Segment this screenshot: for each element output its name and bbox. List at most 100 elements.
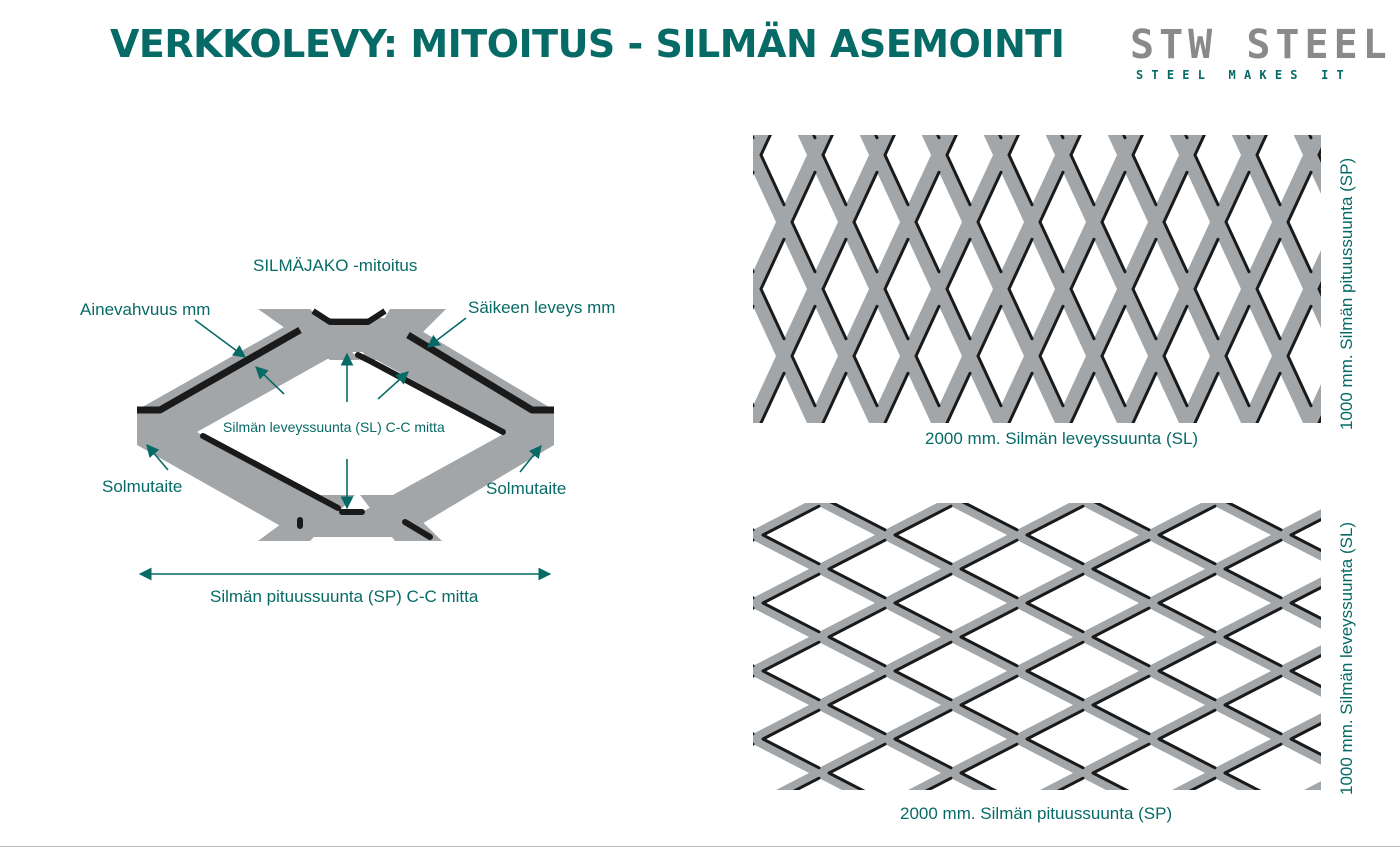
mesh-top-edge-shadow: [759, 371, 786, 423]
mesh-top-edge-shadow: [1255, 237, 1282, 341]
label-node-right: Solmutaite: [486, 479, 567, 498]
mesh-bottom-opening: [829, 540, 941, 598]
mesh-top-edge-shadow: [821, 135, 848, 207]
mesh-bottom-edge-shadow: [827, 674, 887, 736]
mesh-top-opening: [1009, 373, 1055, 423]
mesh-bottom-opening: [1225, 540, 1321, 598]
panel-bottom-bottom-label: 2000 mm. Silmän pituussuunta (SP): [900, 804, 1173, 823]
mesh-top-edge-shadow: [883, 135, 910, 207]
mesh-top-edge-shadow: [1193, 135, 1220, 207]
mesh-bottom-edge-shadow: [893, 572, 953, 634]
mesh-top-edge-shadow: [1007, 237, 1034, 341]
mesh-top-edge-shadow: [976, 170, 1003, 274]
mesh-bottom-edge-shadow: [1091, 538, 1151, 600]
mesh-top-edge-shadow: [1162, 304, 1189, 408]
mesh-bottom-edge-shadow: [959, 538, 1019, 600]
arrow-node-right: [519, 445, 542, 473]
mesh-bottom-opening: [1291, 587, 1321, 619]
mesh-bottom-opening: [964, 503, 1070, 530]
mesh-top-edge-shadow: [1255, 371, 1282, 423]
mesh-bottom-opening: [961, 676, 1073, 734]
mesh-bottom-edge-shadow: [1025, 640, 1085, 702]
mesh-bottom-opening: [753, 540, 809, 598]
mesh-top-edge-shadow: [790, 170, 817, 274]
mesh-bottom-edge-shadow: [827, 742, 887, 790]
mesh-bottom-edge-shadow: [1289, 721, 1321, 757]
mesh-top-edge-shadow: [759, 237, 786, 341]
mesh-top-edge-shadow: [945, 371, 972, 423]
label-material-thickness: Ainevahvuus mm: [80, 300, 211, 319]
mesh-bottom-edge-shadow: [827, 606, 887, 668]
mesh-top-edge-shadow: [1069, 135, 1096, 207]
mesh-bottom-opening: [1225, 744, 1321, 790]
mesh-bottom-edge-shadow: [959, 742, 1019, 790]
mesh-top-opening: [947, 135, 993, 205]
mesh-bottom-edge-shadow: [1093, 503, 1151, 532]
arrow-strand-width: [426, 317, 467, 348]
mesh-bottom-opening: [1159, 710, 1271, 768]
mesh-bottom-edge-shadow: [1091, 742, 1151, 790]
mesh-panel-vertical: [753, 135, 1321, 423]
edge-inner-right: [355, 352, 506, 435]
mesh-top-opening: [1195, 373, 1241, 423]
mesh-bottom-opening: [895, 574, 1007, 632]
mesh-bottom-opening: [796, 778, 842, 790]
mesh-bottom-opening: [832, 503, 938, 530]
mesh-bottom-opening: [961, 744, 1073, 790]
edge-inner-bottom-left: [200, 433, 341, 511]
mesh-top-edge-shadow: [883, 371, 910, 423]
mesh-bottom-opening: [1027, 710, 1139, 768]
panel-top-side-label: 1000 mm. Silmän pituussuunta (SP): [1337, 157, 1356, 430]
panel-bottom-side-label: 1000 mm. Silmän leveyssuunta (SL): [1337, 521, 1356, 795]
mesh-bottom-opening: [763, 574, 875, 632]
mesh-top-opening: [1257, 135, 1303, 205]
mesh-bottom-edge-shadow: [1157, 708, 1217, 770]
mesh-bottom-opening: [753, 676, 809, 734]
mesh-top-edge-shadow: [1100, 170, 1127, 274]
mesh-top-edge-shadow: [790, 304, 817, 408]
mesh-bottom-edge-shadow: [1223, 674, 1283, 736]
mesh-top-opening: [1133, 373, 1179, 423]
arrow-inner-left: [255, 366, 285, 395]
mesh-bottom-edge-shadow: [893, 708, 953, 770]
mesh-top-edge-shadow: [1100, 304, 1127, 408]
mesh-bottom-edge-shadow: [1289, 585, 1321, 621]
mesh-top-opening: [1133, 135, 1179, 205]
mesh-bottom-opening: [1225, 608, 1321, 666]
mesh-top-edge-shadow: [945, 237, 972, 341]
mesh-bottom-opening: [1159, 574, 1271, 632]
mesh-panel-horizontal: [753, 503, 1321, 790]
mesh-bottom-edge-shadow: [761, 504, 821, 566]
mesh-top-edge-shadow: [1193, 237, 1220, 341]
mesh-top-edge-shadow: [1131, 371, 1158, 423]
mesh-bottom-opening: [1093, 676, 1205, 734]
mesh-bottom-opening: [1192, 778, 1238, 790]
mesh-top-opening: [823, 135, 869, 205]
mesh-bottom-edge-shadow: [959, 606, 1019, 668]
mesh-top-edge-shadow: [1131, 135, 1158, 207]
mesh-top-opening: [1071, 135, 1117, 205]
mesh-bottom-edge-shadow: [1157, 504, 1217, 566]
mesh-top-edge-shadow: [821, 237, 848, 341]
mesh-bottom-opening: [1060, 778, 1106, 790]
mesh-top-edge-shadow: [945, 135, 972, 207]
mesh-bottom-edge-shadow: [1091, 606, 1151, 668]
mesh-top-opening: [761, 135, 807, 205]
mesh-bottom-opening: [1291, 655, 1321, 687]
mesh-bottom-edge-shadow: [893, 504, 953, 566]
diagram-heading: SILMÄJAKO -mitoitus: [253, 256, 418, 275]
mesh-bottom-opening: [1093, 608, 1205, 666]
mesh-cell-diagram: [137, 308, 554, 581]
label-strand-width: Säikeen leveys mm: [468, 298, 616, 317]
mesh-top-opening: [753, 172, 776, 272]
logo-wordmark: STW STEEL: [1130, 22, 1392, 68]
mesh-bottom-edge-shadow: [1188, 776, 1217, 790]
mesh-top-edge-shadow: [1038, 304, 1065, 408]
mesh-bottom-edge-shadow: [893, 640, 953, 702]
mesh-top-edge-shadow: [1007, 371, 1034, 423]
mesh-bottom-edge-shadow: [792, 776, 821, 790]
mesh-top-opening: [753, 306, 776, 406]
page-title: VERKKOLEVY: MITOITUS - SILMÄN ASEMOINTI: [110, 22, 1065, 66]
label-node-left: Solmutaite: [102, 477, 183, 496]
mesh-top-opening: [1288, 306, 1321, 406]
